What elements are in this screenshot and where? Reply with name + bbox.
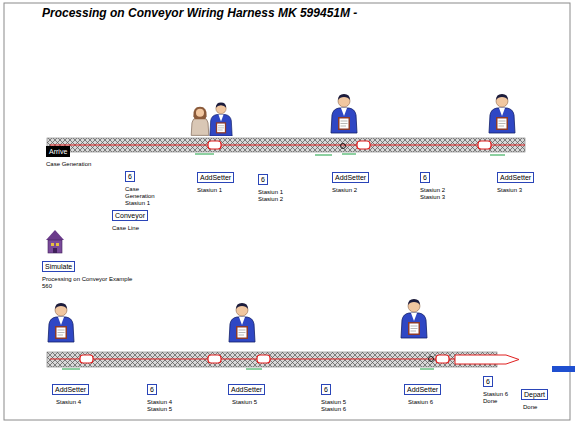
conveyor-band [47,352,497,367]
simulate-icon [46,230,64,253]
process-block: DepartDone [521,383,553,411]
process-block: AddSetterStasiun 5 [228,378,272,406]
block-name: AddSetter [52,384,89,395]
block-name: AddSetter [228,384,265,395]
process-block: 6Stasiun 2 Stasiun 3 [420,166,454,201]
block-name: AddSetter [332,172,369,183]
block-label: Case Generation Stasiun 1 [125,186,169,207]
block-name: Depart [521,389,548,400]
process-block: AddSetterStasiun 2 [332,166,372,194]
flow-line [50,145,525,146]
operator-figure [210,103,232,136]
exit-arrow [455,355,519,364]
process-block: ArriveCase Generation [46,140,96,168]
block-name: Simulate [42,261,75,272]
operator-figure [191,107,209,136]
block-label: Stasiun 4 Stasiun 5 [147,399,181,413]
block-label: Stasiun 4 [56,399,96,406]
block-name: AddSetter [197,172,234,183]
process-block: ConveyorCase Line [112,204,152,232]
station-marks [208,141,491,149]
process-block: 6Stasiun 4 Stasiun 5 [147,378,181,413]
block-label: Stasiun 2 [332,187,372,194]
block-label: Done [523,404,553,411]
block-name: AddSetter [404,384,441,395]
block-label: Stasiun 6 Done [483,391,517,405]
green-marks [62,369,434,370]
operator-figure [331,94,357,133]
exit-bar [552,366,575,372]
block-label: Stasiun 1 Stasiun 2 [258,189,292,203]
block-label: Case Generation [46,161,96,168]
station-marks [80,355,449,363]
block-name: 6 [125,171,135,182]
green-marks [195,154,505,155]
block-label: Stasiun 3 [497,187,537,194]
block-name: 6 [321,384,331,395]
operator-figure [489,94,515,133]
operator-figure [229,303,255,342]
process-block: 6Stasiun 5 Stasiun 6 [321,378,355,413]
block-label: Case Line [112,225,152,232]
block-name: Arrive [46,146,70,157]
process-block: AddSetterStasiun 4 [52,378,96,406]
block-name: 6 [258,174,268,185]
block-label: Stasiun 1 [197,187,237,194]
block-name: 6 [483,376,493,387]
process-block: AddSetterStasiun 6 [404,378,448,406]
block-name: 6 [147,384,157,395]
block-name: AddSetter [497,172,534,183]
pointer-dot [341,144,346,149]
operator-figure [401,299,427,338]
process-block: SimulateProcessing on Conveyor Example 5… [42,255,134,290]
conveyor-band [47,138,525,152]
flow-line [50,359,497,360]
block-label: Stasiun 5 Stasiun 6 [321,399,355,413]
diagram-title: Processing on Conveyor Wiring Harness MK… [42,6,357,20]
block-label: Stasiun 6 [408,399,448,406]
block-name: Conveyor [112,210,148,221]
process-block: 6Case Generation Stasiun 1 [125,165,169,207]
process-block: AddSetterStasiun 1 [197,166,237,194]
pointer-dot [429,357,434,362]
process-block: AddSetterStasiun 3 [497,166,537,194]
process-block: 6Stasiun 6 Done [483,370,517,405]
process-block: 6Stasiun 1 Stasiun 2 [258,168,292,203]
block-name: 6 [420,172,430,183]
block-label: Processing on Conveyor Example 560 [42,276,134,290]
frame [4,3,570,420]
operator-figure [48,303,74,342]
block-label: Stasiun 5 [232,399,272,406]
block-label: Stasiun 2 Stasiun 3 [420,187,454,201]
